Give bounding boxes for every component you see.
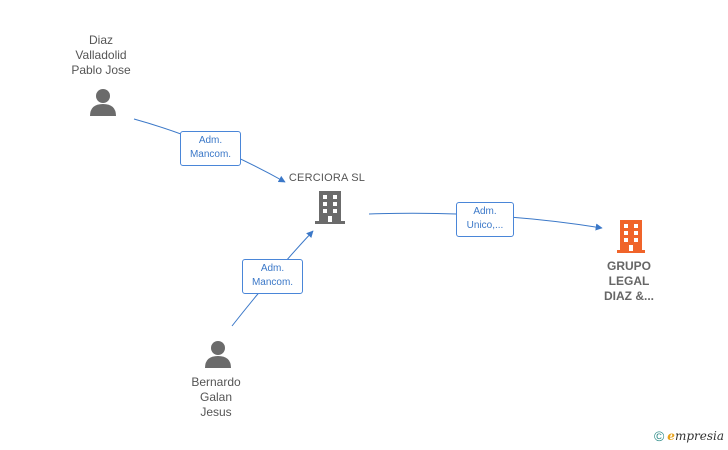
node-label-bernardo[interactable]: Bernardo Galan Jesus <box>191 375 241 419</box>
copyright-icon: © <box>653 428 665 444</box>
relation-label-cerciora-grupo[interactable]: Adm. Unico,... <box>456 202 514 237</box>
relation-label-diaz-cerciora[interactable]: Adm. Mancom. <box>180 131 241 166</box>
person-icon[interactable] <box>90 89 116 116</box>
building-icon-highlighted[interactable] <box>617 220 645 253</box>
brand-logo: empresia <box>667 429 724 443</box>
person-icon[interactable] <box>205 341 231 368</box>
relation-label-bernardo-cerciora[interactable]: Adm. Mancom. <box>242 259 303 294</box>
watermark: © empresia <box>654 428 724 444</box>
node-label-diaz[interactable]: Diaz Valladolid Pablo Jose <box>71 33 131 77</box>
node-label-grupo[interactable]: GRUPO LEGAL DIAZ &... <box>604 259 654 303</box>
building-icon[interactable] <box>315 191 345 224</box>
node-label-cerciora[interactable]: CERCIORA SL <box>288 172 366 184</box>
